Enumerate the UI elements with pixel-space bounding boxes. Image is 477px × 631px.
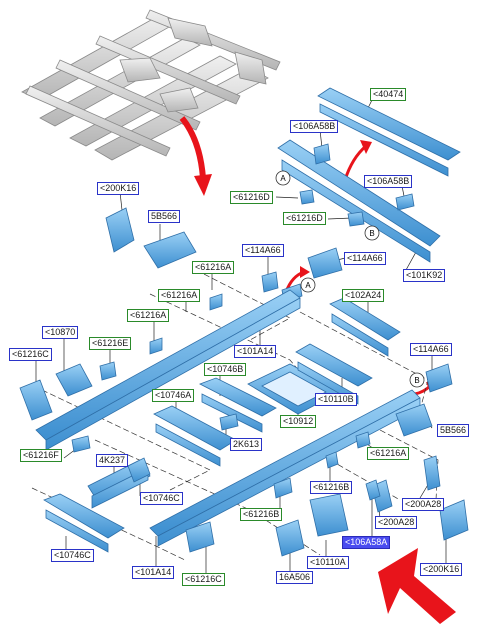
part-label-61216A[interactable]: <61216A — [367, 447, 410, 460]
parts — [19, 87, 469, 557]
part-61216F — [71, 435, 91, 453]
part-label-61216F[interactable]: <61216F — [20, 449, 62, 462]
part-label-5B566[interactable]: 5B566 — [437, 424, 470, 437]
part-10746B — [199, 377, 277, 417]
part-10870 — [55, 363, 93, 397]
part-10746C-left — [127, 457, 151, 483]
part-label-106A58B[interactable]: <106A58B — [290, 120, 339, 133]
part-61216A-right — [355, 431, 371, 449]
part-label-10746C[interactable]: <10746C — [140, 492, 183, 505]
part-61216C-left — [19, 379, 53, 421]
frame-overview-preview — [21, 9, 281, 161]
part-label-114A66[interactable]: <114A66 — [344, 252, 386, 265]
part-106A58A — [365, 479, 381, 501]
callout-text: A — [280, 174, 286, 183]
part-10110A — [309, 493, 349, 537]
part-label-61216D[interactable]: <61216D — [230, 191, 273, 204]
part-label-61216B[interactable]: <61216B — [310, 481, 353, 494]
part-102A24 — [329, 297, 401, 341]
part-label-61216C[interactable]: <61216C — [182, 573, 225, 586]
callout-circle-b-top: B — [364, 225, 380, 241]
callout-text: B — [414, 376, 419, 385]
part-label-5B566[interactable]: 5B566 — [148, 210, 181, 223]
part-label-106A58A-highlighted[interactable]: <106A58A — [342, 536, 391, 549]
red-pointer-arrow-bottom — [378, 548, 456, 624]
part-200K16 — [105, 207, 135, 253]
part-label-10746A[interactable]: <10746A — [152, 389, 195, 402]
part-label-61216E[interactable]: <61216E — [89, 337, 132, 350]
callout-circle-b-right: B — [409, 372, 425, 388]
part-label-10870[interactable]: <10870 — [42, 326, 79, 339]
part-200K16-right — [439, 499, 469, 541]
part-label-106A58B[interactable]: <106A58B — [364, 175, 413, 188]
part-2K613 — [219, 413, 239, 431]
part-label-10110A[interactable]: <10110A — [307, 556, 349, 569]
part-200A28-a — [423, 455, 441, 491]
part-label-114A66[interactable]: <114A66 — [242, 244, 284, 257]
part-16A506 — [275, 519, 305, 557]
part-label-61216A[interactable]: <61216A — [158, 289, 201, 302]
part-10746C-bottom — [43, 493, 125, 539]
callout-text: A — [305, 281, 311, 290]
part-10110B — [295, 343, 373, 387]
part-label-200K16[interactable]: <200K16 — [420, 563, 463, 576]
part-label-102A24[interactable]: <102A24 — [342, 289, 385, 302]
part-101K92 — [277, 139, 441, 247]
part-label-10746C[interactable]: <10746C — [51, 549, 94, 562]
part-label-101A14[interactable]: <101A14 — [132, 566, 175, 579]
part-label-10746B[interactable]: <10746B — [204, 363, 247, 376]
callout-circle-a-mid: A — [300, 277, 316, 293]
callout-text: B — [369, 229, 374, 238]
part-label-101A14[interactable]: <101A14 — [234, 345, 277, 358]
callout-circle-a-top: A — [275, 170, 291, 186]
part-label-200A28[interactable]: <200A28 — [402, 498, 445, 511]
part-label-61216B[interactable]: <61216B — [240, 508, 283, 521]
part-label-10912[interactable]: <10912 — [280, 415, 317, 428]
part-label-61216A[interactable]: <61216A — [192, 261, 235, 274]
part-label-10110B[interactable]: <10110B — [315, 393, 357, 406]
part-label-200A28[interactable]: <200A28 — [375, 516, 418, 529]
part-5B566-right — [395, 403, 433, 437]
part-106A58B-a — [313, 143, 331, 165]
part-61216B — [273, 477, 293, 499]
part-label-61216A[interactable]: <61216A — [127, 309, 170, 322]
part-label-200K16[interactable]: <200K16 — [97, 182, 140, 195]
part-label-101K92[interactable]: <101K92 — [403, 269, 446, 282]
part-label-61216C[interactable]: <61216C — [9, 348, 52, 361]
red-pointer-arrow-top — [179, 116, 212, 196]
part-40474 — [317, 87, 461, 161]
part-label-2K613[interactable]: 2K613 — [230, 438, 263, 451]
part-114A66-right — [425, 363, 453, 393]
part-61216C-bottom — [185, 521, 215, 553]
part-label-61216D[interactable]: <61216D — [283, 212, 326, 225]
part-106A58B-b — [395, 193, 415, 211]
part-label-16A506[interactable]: 16A506 — [276, 571, 314, 584]
part-label-114A66[interactable]: <114A66 — [410, 343, 452, 356]
part-114A66-top — [307, 247, 343, 279]
part-label-40474[interactable]: <40474 — [370, 88, 407, 101]
part-label-4K237[interactable]: 4K237 — [96, 454, 129, 467]
part-5B566 — [143, 231, 197, 269]
